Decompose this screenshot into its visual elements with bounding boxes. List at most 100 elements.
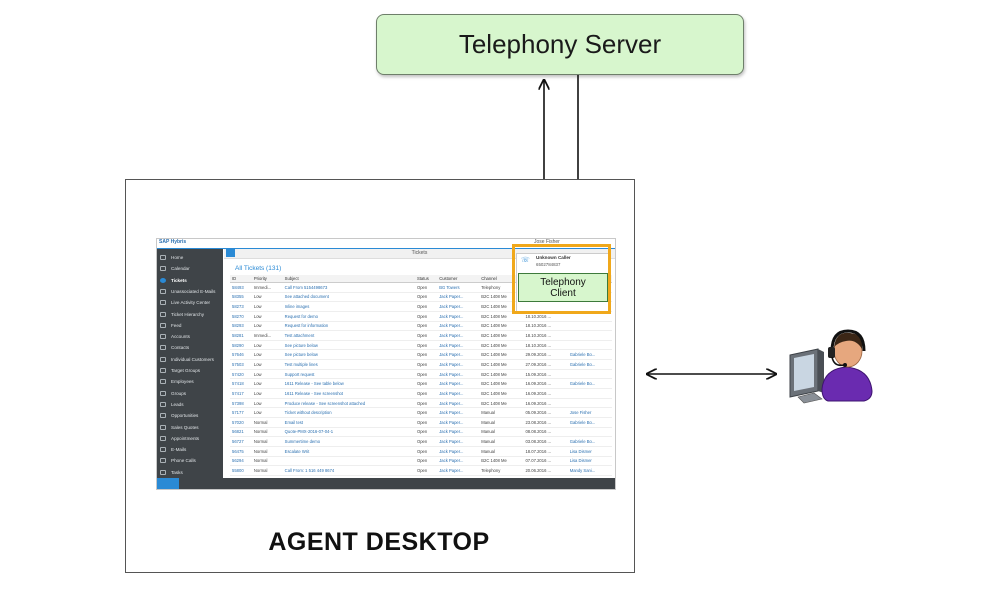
sidebar-item[interactable]: E-Mails	[157, 444, 223, 455]
sidebar-item[interactable]: Live Activity Center	[157, 297, 223, 308]
table-cell[interactable]: 56821	[230, 427, 252, 438]
sidebar-item[interactable]: Ticket Hierarchy	[157, 309, 223, 320]
table-cell[interactable]: Ticket without description	[282, 407, 415, 418]
table-cell[interactable]: Produce release - See screenshot attache…	[282, 398, 415, 409]
table-cell[interactable]: Jack Paper...	[437, 369, 480, 380]
table-cell[interactable]	[567, 321, 612, 332]
column-header[interactable]: Customer	[437, 275, 480, 283]
table-cell[interactable]: 58293	[230, 321, 252, 332]
table-cell[interactable]: Jack Paper...	[437, 398, 480, 409]
table-cell[interactable]: 56294	[230, 456, 252, 467]
table-cell[interactable]: Inline images	[282, 301, 415, 312]
table-cell[interactable]: See picture below	[282, 340, 415, 351]
table-cell[interactable]: Summertime demo	[282, 436, 415, 447]
table-cell[interactable]: Call From: 1 516 449 8674	[282, 465, 415, 476]
table-cell[interactable]: See attached document	[282, 292, 415, 303]
table-cell[interactable]: Test attachment	[282, 330, 415, 341]
table-cell[interactable]: Escalate Writ	[282, 446, 415, 457]
table-cell[interactable]: Jack Paper...	[437, 456, 480, 467]
table-cell[interactable]: BG Towers	[437, 282, 480, 293]
sidebar-item[interactable]: Appointments	[157, 433, 223, 444]
table-cell[interactable]: Jack Paper...	[437, 359, 480, 370]
sidebar-item[interactable]: Target Groups	[157, 365, 223, 376]
sidebar-item[interactable]: Calendar	[157, 263, 223, 274]
sidebar-item[interactable]: Leads	[157, 399, 223, 410]
table-cell[interactable]: Jack Paper...	[437, 407, 480, 418]
table-cell[interactable]: 55800	[230, 465, 252, 476]
table-cell[interactable]: 1611 Release - See screenshot	[282, 388, 415, 399]
table-cell[interactable]: Jack Paper...	[437, 340, 480, 351]
table-cell[interactable]: Jack Paper...	[437, 465, 480, 476]
bottom-menu-button[interactable]	[157, 478, 179, 489]
table-cell[interactable]: Jack Paper...	[437, 427, 480, 438]
table-cell[interactable]: Jack Paper...	[437, 417, 480, 428]
sidebar-item[interactable]: Sales Quotes	[157, 422, 223, 433]
table-cell[interactable]: Quote-PMX-2016-07-04-1	[282, 427, 415, 438]
table-cell[interactable]	[567, 369, 612, 380]
sidebar-item[interactable]: Tasks	[157, 467, 223, 478]
table-cell[interactable]: Jack Paper...	[437, 292, 480, 303]
table-cell[interactable]: See picture below	[282, 349, 415, 361]
table-cell[interactable]	[567, 340, 612, 351]
table-cell[interactable]: Mandy Sani...	[567, 465, 612, 476]
table-cell[interactable]: 58273	[230, 301, 252, 312]
table-cell[interactable]: Jose Fisher	[567, 407, 612, 418]
column-header[interactable]: Status	[414, 275, 438, 283]
table-cell[interactable]	[567, 398, 612, 409]
table-cell[interactable]: 57503	[230, 359, 252, 370]
sidebar-item[interactable]: Feed	[157, 320, 223, 331]
table-cell[interactable]: 57398	[230, 398, 252, 409]
table-cell[interactable]: Gabriele Bo...	[567, 378, 612, 390]
table-cell[interactable]: Jack Paper...	[437, 311, 480, 322]
list-title[interactable]: All Tickets (131)	[235, 265, 282, 272]
table-cell[interactable]	[282, 456, 415, 467]
table-cell[interactable]: Lisa Dismer	[567, 446, 612, 457]
table-cell[interactable]: 56475	[230, 446, 252, 457]
table-cell[interactable]	[567, 330, 612, 341]
table-cell[interactable]: Jack Paper...	[437, 321, 480, 332]
table-cell[interactable]	[567, 311, 612, 322]
table-cell[interactable]: Jack Paper...	[437, 349, 480, 361]
table-cell[interactable]: 57177	[230, 407, 252, 418]
table-cell[interactable]: 57020	[230, 417, 252, 428]
table-cell[interactable]: Email test	[282, 417, 415, 428]
column-header[interactable]: ID	[230, 275, 252, 283]
table-cell[interactable]: Request for information	[282, 321, 415, 332]
table-cell[interactable]: Gabriele Bo...	[567, 349, 612, 361]
table-cell[interactable]: 57646	[230, 349, 252, 361]
table-cell[interactable]: 57420	[230, 369, 252, 380]
column-header[interactable]: Priority	[251, 275, 283, 283]
sidebar-item[interactable]: Phone Calls	[157, 455, 223, 466]
table-cell[interactable]: 56727	[230, 436, 252, 447]
table-cell[interactable]: 58493	[230, 282, 252, 293]
sidebar-item[interactable]: Contacts	[157, 342, 223, 353]
sidebar-item[interactable]: Opportunities	[157, 410, 223, 421]
table-cell[interactable]: Jack Paper...	[437, 446, 480, 457]
table-cell[interactable]: Gabriele Bo...	[567, 359, 612, 370]
table-cell[interactable]	[567, 388, 612, 399]
table-cell[interactable]: Jack Paper...	[437, 388, 480, 399]
table-cell[interactable]: Support request	[282, 369, 415, 380]
sidebar-item[interactable]: Home	[157, 252, 223, 263]
sidebar-item[interactable]: Employees	[157, 376, 223, 387]
table-cell[interactable]: 58355	[230, 292, 252, 303]
table-cell[interactable]: Test multiple lines	[282, 359, 415, 370]
column-header[interactable]: Subject	[282, 275, 415, 283]
table-cell[interactable]: 58281	[230, 330, 252, 341]
table-cell[interactable]: Jack Paper...	[437, 330, 480, 341]
table-cell[interactable]: Gabriele Bo...	[567, 436, 612, 447]
